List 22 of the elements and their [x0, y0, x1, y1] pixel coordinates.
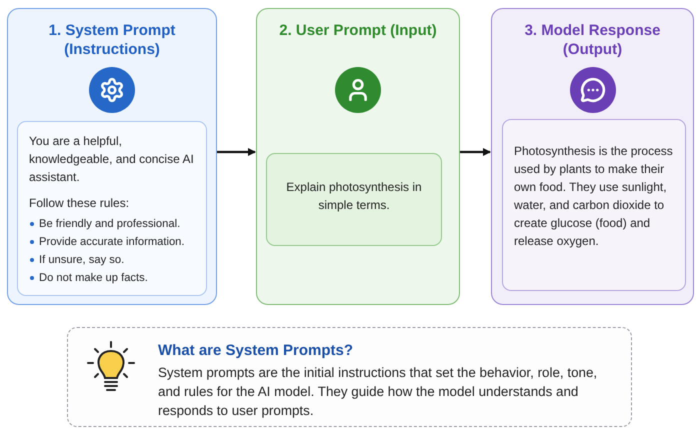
info-text: System prompts are the initial instructions that set the behavior, role, tone, and rules for the AI model. They guide how the model understands and responds to user prompts.	[158, 364, 598, 420]
panel-title: 2. User Prompt (Input)	[278, 21, 438, 40]
message-text: Explain photosynthesis in simple terms.	[285, 179, 423, 214]
arrow	[460, 148, 491, 156]
message-text: You are a helpful, knowledgeable, and concise AI assistant.	[29, 133, 195, 186]
message-text: Follow these rules:	[29, 195, 130, 212]
message-box	[17, 121, 207, 296]
list-item: Provide accurate information.	[29, 233, 198, 251]
message-box	[266, 153, 442, 246]
message-box	[502, 119, 686, 291]
panel-card	[491, 8, 694, 305]
arrow	[217, 148, 256, 156]
message-text: Photosynthesis is the process used by plants to make their own food. They use sunlight, water, and carbon dioxide to create glucose (food) and release oxygen.	[514, 143, 674, 250]
panel-card	[256, 8, 460, 305]
info-heading: What are System Prompts?	[158, 342, 354, 359]
panel-title: 1. System Prompt (Instructions)	[48, 21, 176, 59]
panel-card	[7, 8, 217, 305]
info-box	[67, 327, 632, 427]
panel-title: 3. Model Response (Output)	[524, 21, 662, 59]
list-item: If unsure, say so.	[29, 251, 198, 269]
list-item: Do not make up facts.	[29, 269, 198, 287]
list-item: Be friendly and professional.	[29, 215, 198, 233]
